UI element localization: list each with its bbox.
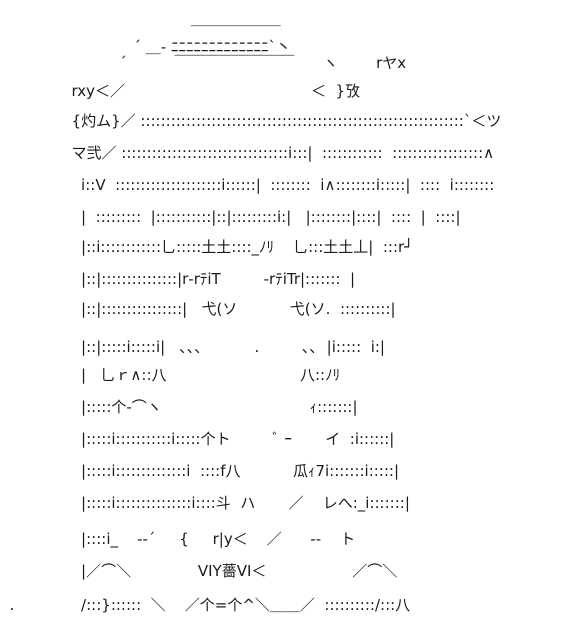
ascii-art-line: {灼ム}／ ::::::::::::::::::::::::::::::::::… xyxy=(0,112,502,130)
ascii-art-line: |::|:::::::::::::::|r‐rﾃiT ‐rﾃiTr|::::::… xyxy=(0,270,356,288)
ascii-art-line: | 乚ｒ∧::八 八::ﾉﾘ xyxy=(0,366,341,384)
ascii-art-line: |::|:::::i:::::i| ､､､ . ､､ |i::::: i:| xyxy=(0,338,385,356)
ascii-art-line: ´ ￣￣￣￣￣￣￣￣ ヽ rヤx xyxy=(0,54,407,72)
ascii-art-line: rxy＜／ ＜ }攷 xyxy=(0,82,361,100)
ascii-art-line: | ::::::::: |:::::::::::|::|:::::::::i:|… xyxy=(0,208,461,226)
ascii-art-line: ＿＿＿＿＿＿ xyxy=(0,10,281,28)
ascii-art-line: |／⌒＼ VIY薔VI＜ ／⌒＼ xyxy=(0,562,398,580)
ascii-art-line: ´ ＿- ﾆﾆﾆﾆﾆﾆﾆﾆﾆﾆﾆﾆﾆ`丶 xyxy=(0,38,291,56)
ascii-art-line: i::V :::::::::::::::::::::i::::::| :::::… xyxy=(0,176,495,194)
ascii-art-line: マ弐／ :::::::::::::::::::::::::::::::::i::… xyxy=(0,144,495,162)
ascii-art-line: |:::::i:::::::::::i:::::个ト ﾞ ｰ イ :i:::::… xyxy=(0,430,395,448)
ascii-art-line: |:::::i:::::::::::::::i::::斗 ハ ／ レへ:_i::… xyxy=(0,494,410,512)
ascii-art-line: |::i::::::::::::乚:::::土土::::_ﾉﾘ 乚:::土土丄|… xyxy=(0,238,414,256)
ascii-art-line: |::|::::::::::::::::| 弋(ソ 弋(ソ. :::::::::… xyxy=(0,300,396,318)
ascii-art-line: . /:::}:::::: ＼ ／个=个^＼＿＿／ ::::::::::/:::… xyxy=(0,596,411,614)
ascii-art-line: |:::::个‐⌒ヽ ｨ:::::::| xyxy=(0,398,358,416)
ascii-art-line: |::::i_ ‐‐´ { r|y＜ ／ ‐‐ ト xyxy=(0,530,356,548)
ascii-art-line: |:::::i::::::::::::::i ::::f八 瓜ｨ7i::::::… xyxy=(0,462,400,480)
